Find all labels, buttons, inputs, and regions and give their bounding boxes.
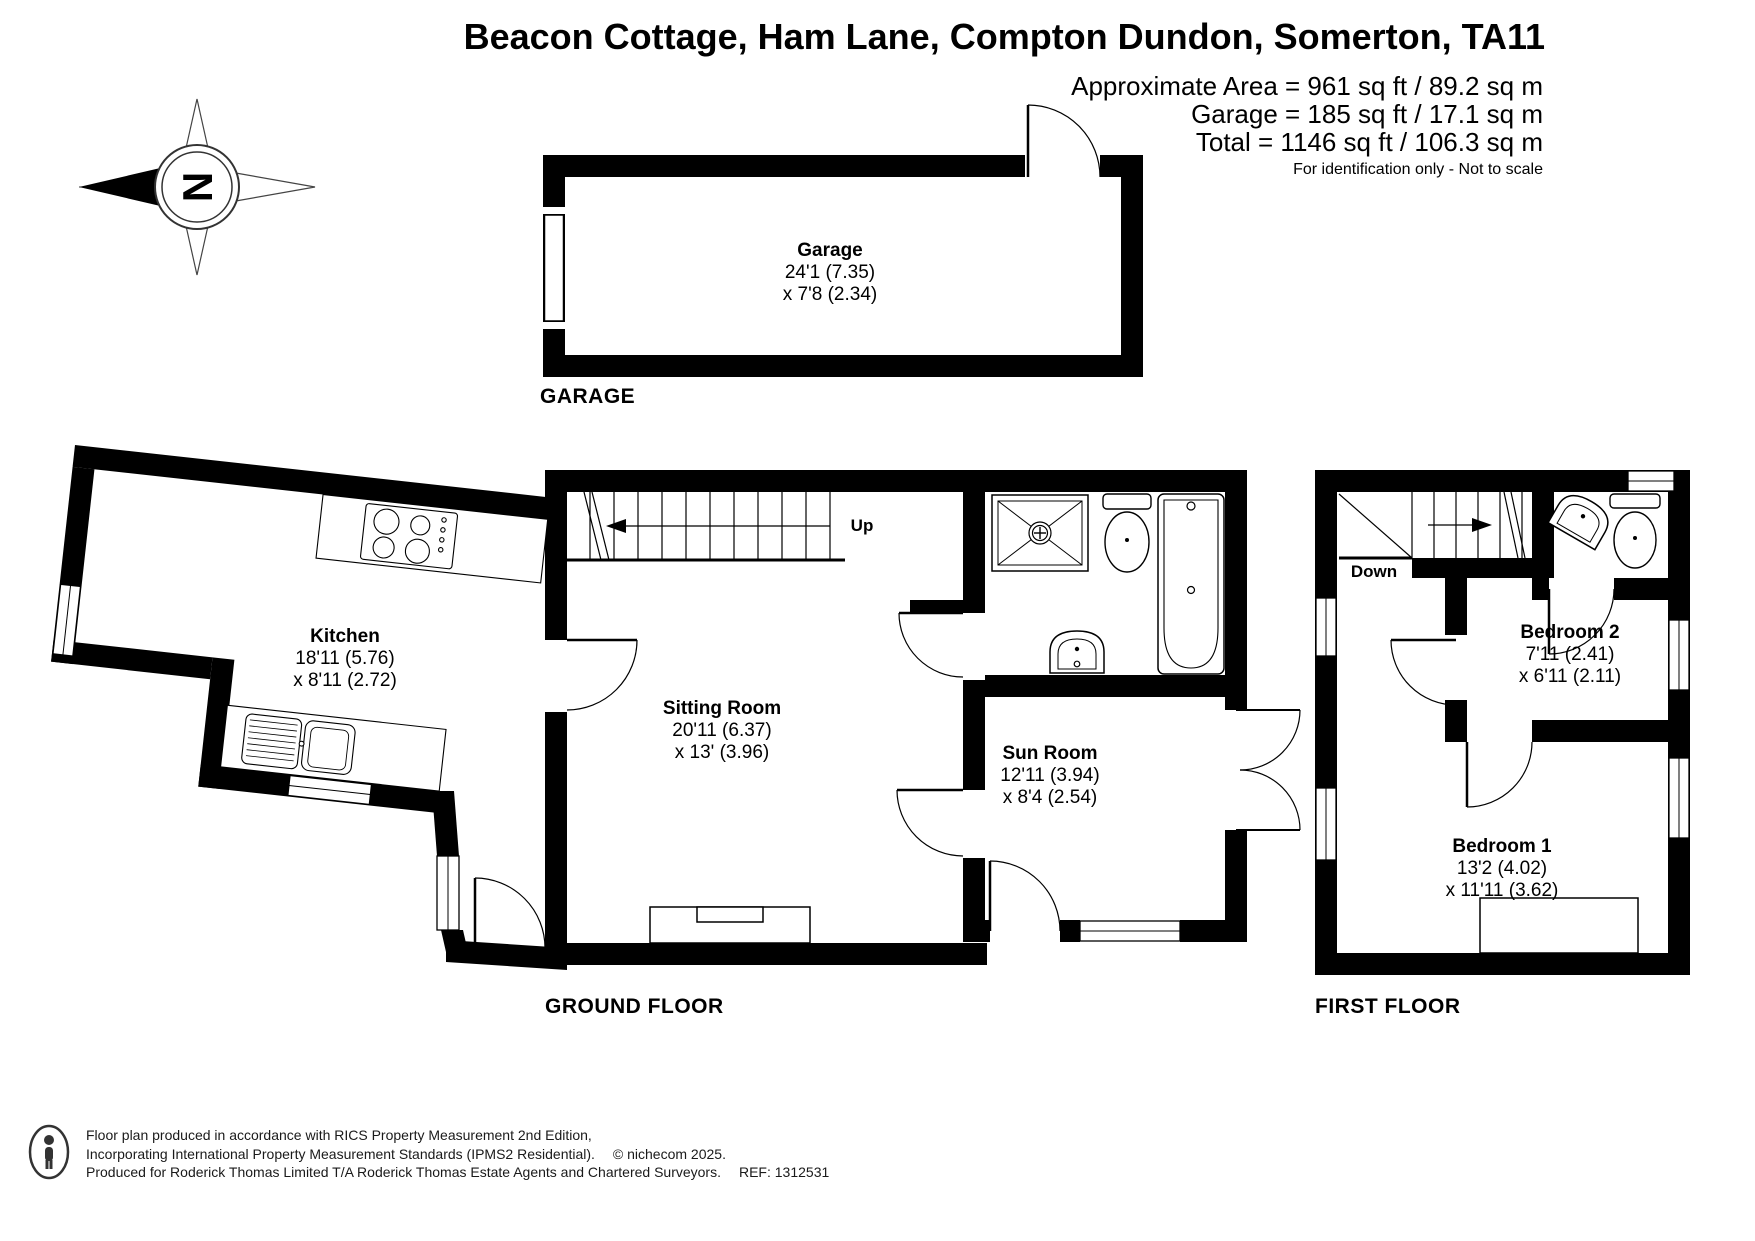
room-name: Bedroom 2 — [1520, 622, 1620, 643]
up-arrow — [606, 519, 626, 533]
room-label-kitchen: Kitchen 18'11 (5.76) x 8'11 (2.72) — [293, 626, 397, 692]
room-dim: x 8'11 (2.72) — [293, 670, 397, 691]
ground-walls — [545, 470, 1247, 965]
compass-icon: N — [79, 98, 316, 276]
footer-line3: Produced for Roderick Thomas Limited T/A… — [86, 1164, 721, 1180]
first-basin — [1547, 495, 1609, 551]
north-arrow — [79, 166, 169, 208]
garage-plan — [543, 104, 1143, 377]
sitting-room-door — [566, 638, 638, 711]
footer-line2: Incorporating International Property Mea… — [86, 1145, 595, 1162]
room-dim: x 8'4 (2.54) — [1002, 787, 1098, 808]
person-icon — [28, 1124, 70, 1180]
garage-door — [1026, 104, 1101, 178]
room-name: Sitting Room — [662, 698, 782, 719]
shower-room-door — [1547, 588, 1615, 655]
room-name: Bedroom 1 — [1452, 836, 1552, 857]
floor-label-ground: GROUND FLOOR — [545, 995, 724, 1018]
room-dim: 24'1 (7.35) — [784, 262, 876, 283]
page-title: Beacon Cottage, Ham Lane, Compton Dundon… — [463, 16, 1545, 57]
footer-line1: Floor plan produced in accordance with R… — [86, 1127, 592, 1143]
down-arrow — [1472, 518, 1492, 532]
fireplace — [649, 906, 811, 944]
bed — [1479, 897, 1639, 954]
bedroom2-door — [1390, 638, 1457, 706]
room-dim: x 11'11 (3.62) — [1445, 880, 1559, 901]
kitchen-counter-sink — [219, 704, 447, 792]
room-dim: 18'11 (5.76) — [295, 648, 395, 669]
room-dim: 12'11 (3.94) — [1000, 765, 1100, 786]
room-label-bedroom2: Bedroom 2 7'11 (2.41) x 6'11 (2.11) — [1519, 622, 1621, 688]
room-dim: x 6'11 (2.11) — [1518, 666, 1622, 687]
bath — [1157, 493, 1225, 675]
room-name: Sun Room — [1002, 743, 1098, 764]
disclaimer: For identification only - Not to scale — [1293, 161, 1543, 178]
room-dim: 20'11 (6.37) — [672, 720, 772, 741]
kitchen-plan — [51, 445, 551, 813]
sun-room-door — [896, 788, 964, 857]
stairs-up — [567, 491, 845, 562]
stairs-down — [1338, 491, 1526, 560]
area-line-approx: Approximate Area = 961 sq ft / 89.2 sq m — [1071, 71, 1543, 101]
stairs-down-label: Down — [1350, 562, 1398, 581]
area-summary: Approximate Area = 961 sq ft / 89.2 sq m… — [1071, 72, 1543, 156]
bathroom-door — [898, 611, 964, 678]
floor-label-first: FIRST FLOOR — [1315, 995, 1461, 1018]
bedroom1-door — [1465, 741, 1533, 808]
ground-doors — [566, 611, 1301, 932]
hallway-door — [473, 877, 546, 949]
room-dim: x 7'8 (2.34) — [782, 284, 878, 305]
sun-room-outside-door — [988, 860, 1061, 932]
first-doors — [1390, 588, 1615, 808]
hallway-window — [436, 855, 460, 931]
room-name: Kitchen — [310, 626, 380, 647]
room-dim: 13'2 (4.02) — [1456, 858, 1548, 879]
shower — [991, 494, 1089, 572]
room-label-sun-room: Sun Room 12'11 (3.94) x 8'4 (2.54) — [1000, 743, 1099, 809]
basin — [1049, 630, 1105, 674]
french-doors — [1236, 709, 1301, 831]
first-walls — [1315, 470, 1690, 975]
ground-floor-plan — [51, 445, 1301, 970]
compass-letter: N — [174, 172, 221, 202]
first-floor-plan — [1315, 470, 1690, 975]
room-label-bedroom1: Bedroom 1 13'2 (4.02) x 11'11 (3.62) — [1446, 836, 1559, 902]
room-label-sitting-room: Sitting Room 20'11 (6.37) x 13' (3.96) — [663, 698, 781, 764]
area-line-garage: Garage = 185 sq ft / 17.1 sq m — [1191, 99, 1543, 129]
kitchen-window-left — [52, 583, 82, 657]
room-name: Garage — [797, 240, 863, 261]
first-windows — [1315, 470, 1690, 861]
kitchen-counter-hob — [315, 493, 549, 584]
kitchen-window-bottom — [287, 774, 373, 806]
first-toilet — [1609, 493, 1661, 569]
area-line-total: Total = 1146 sq ft / 106.3 sq m — [1195, 127, 1543, 157]
toilet — [1102, 493, 1152, 573]
garage-window — [543, 207, 565, 329]
room-label-garage: Garage 24'1 (7.35) x 7'8 (2.34) — [783, 240, 877, 306]
garage-walls — [543, 155, 1143, 377]
room-dim: x 13' (3.96) — [674, 742, 770, 763]
floor-label-garage: GARAGE — [540, 385, 636, 408]
footer: Floor plan produced in accordance with R… — [86, 1126, 829, 1182]
footer-copyright: © nichecom 2025. — [612, 1145, 726, 1162]
sun-room-window — [1079, 920, 1181, 942]
stairs-up-label: Up — [850, 516, 874, 535]
hallway — [432, 791, 567, 970]
footer-ref: REF: 1312531 — [738, 1164, 830, 1180]
room-dim: 7'11 (2.41) — [1525, 644, 1615, 665]
